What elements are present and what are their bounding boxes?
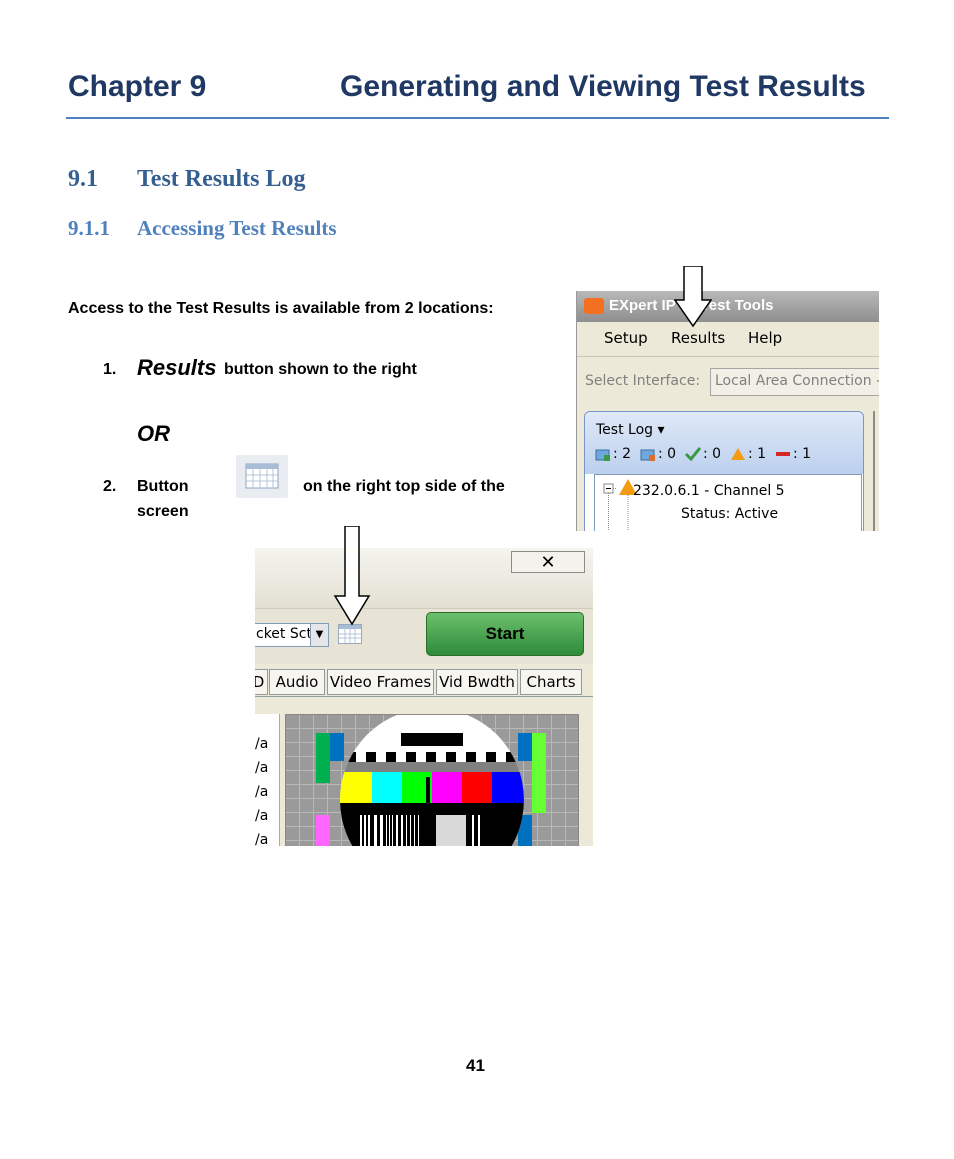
start-button[interactable]: Start	[426, 612, 584, 656]
arrow-down-icon	[333, 526, 371, 626]
test-pattern-image	[286, 715, 578, 846]
test-log-counts: : 2 : 0 : 0 : 1 : 1	[595, 446, 811, 462]
results-grid-icon[interactable]	[338, 624, 362, 644]
arrow-down-icon	[674, 266, 712, 328]
item1-results-word: Results	[137, 355, 217, 380]
menu-setup[interactable]: Setup	[604, 329, 648, 347]
value-row: /a	[255, 760, 269, 776]
interface-select[interactable]: Local Area Connection -	[710, 368, 879, 396]
panel-divider	[873, 411, 875, 531]
item1-text: button shown to the right	[224, 361, 417, 378]
menu-help[interactable]: Help	[748, 329, 783, 347]
calendar-button-icon	[236, 455, 288, 498]
error-icon	[775, 447, 791, 461]
app-logo-icon	[584, 298, 604, 314]
chevron-down-icon: ▾	[657, 422, 665, 438]
tab-vid-bwdth[interactable]: Vid Bwdth	[436, 669, 518, 695]
check-icon	[684, 447, 702, 462]
tab-video-frames[interactable]: Video Frames	[327, 669, 434, 695]
channel-stopped-icon	[640, 447, 656, 461]
packet-select[interactable]: cket Sct ▼	[255, 623, 329, 647]
intro-text: Access to the Test Results is available …	[68, 300, 494, 317]
values-column: /a /a /a /a /a	[255, 714, 280, 846]
tab-strip: D Audio Video Frames Vid Bwdth Charts	[255, 669, 593, 695]
app-title: EXpert IP Test Tools	[609, 297, 774, 314]
value-row: /a	[255, 808, 269, 824]
page-number: 41	[466, 1056, 485, 1075]
item2-number: 2.	[103, 478, 117, 495]
warning-icon	[730, 447, 746, 461]
test-log-panel: Test Log ▾ : 2 : 0 : 0 : 1 : 1 232.0.6.1…	[584, 411, 864, 531]
test-log-tree: 232.0.6.1 - Channel 5 Status: Active	[594, 474, 862, 531]
tree-node-status[interactable]: Status: Active	[681, 506, 779, 522]
tree-node-channel[interactable]: 232.0.6.1 - Channel 5	[633, 483, 785, 499]
video-preview	[285, 714, 579, 846]
test-log-dropdown[interactable]: Test Log ▾	[596, 422, 665, 438]
item1-number: 1.	[103, 361, 117, 378]
close-button[interactable]: ✕	[511, 551, 585, 573]
subsection-title: Accessing Test Results	[137, 216, 337, 240]
chapter-number: Chapter 9	[68, 70, 207, 103]
or-text: OR	[137, 421, 170, 446]
menu-separator	[577, 356, 879, 357]
value-row: /a	[255, 784, 269, 800]
value-row: /a	[255, 736, 269, 752]
value-row: /a	[255, 832, 269, 846]
menu-results[interactable]: Results	[671, 329, 726, 347]
item2-screen-text: screen	[137, 503, 189, 520]
channel-ok-icon	[595, 447, 611, 461]
section-title: Test Results Log	[137, 166, 306, 192]
test-log-header	[585, 412, 863, 474]
chapter-rule	[66, 117, 889, 119]
results-menu-screenshot: EXpert IP Test Tools Setup Results Help …	[576, 291, 879, 531]
interface-value: Local Area Connection -	[715, 373, 879, 389]
tab-partial[interactable]: D	[255, 669, 268, 695]
packet-select-value: cket Sct	[256, 626, 312, 642]
tab-charts[interactable]: Charts	[520, 669, 582, 695]
menu-bar	[577, 322, 879, 356]
dropdown-arrow-icon[interactable]: ▼	[310, 624, 328, 646]
app-title-bar	[577, 291, 879, 322]
section-number: 9.1	[68, 166, 98, 192]
tree-lines-icon	[603, 479, 637, 531]
item2-button-word: Button	[137, 478, 189, 495]
chapter-title: Generating and Viewing Test Results	[340, 70, 866, 103]
tab-audio[interactable]: Audio	[269, 669, 325, 695]
subsection-number: 9.1.1	[68, 216, 110, 240]
interface-label: Select Interface:	[585, 373, 701, 389]
item2-text: on the right top side of the	[303, 478, 505, 495]
toolbar-screenshot: ✕ cket Sct ▼ Start D Audio Video Frames …	[255, 548, 593, 846]
